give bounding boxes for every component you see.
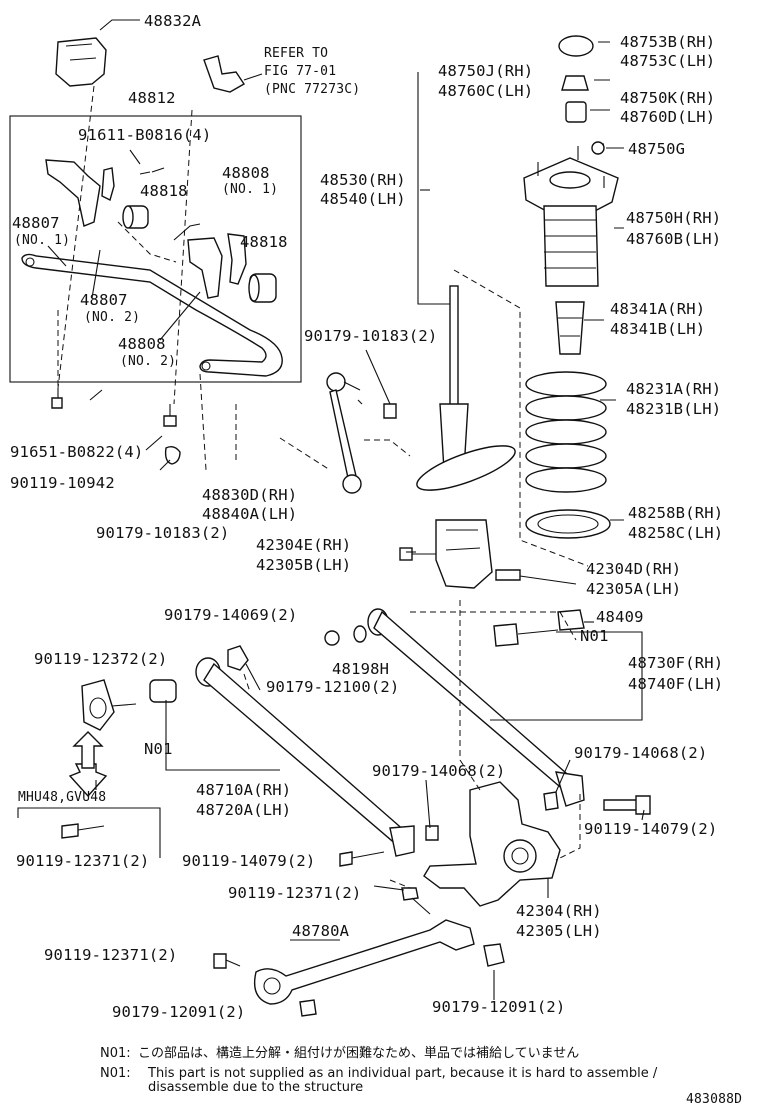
label-48753c: 48753C(LH) <box>620 52 716 70</box>
label-42305b: 42305B(LH) <box>256 556 352 574</box>
label-refer-line3: (PNC 77273C) <box>264 82 361 97</box>
label-48341a: 48341A(RH) <box>610 300 706 318</box>
leader-lines <box>17 41 645 1000</box>
label-42304d: 42304D(RH) <box>586 560 682 578</box>
label-90179-14068-a: 90179-14068(2) <box>574 744 708 762</box>
stabilizer-link-shape <box>326 372 397 494</box>
strut-shock-absorber-shape <box>399 285 521 589</box>
trailing-arm-48780a-shape <box>61 823 505 1017</box>
label-48540: 48540(LH) <box>320 190 406 208</box>
label-48830d: 48830D(RH) <box>202 486 298 504</box>
label-48409: 48409 <box>596 608 644 626</box>
label-48832a: 48832A <box>144 12 202 30</box>
label-42305: 42305(LH) <box>516 922 602 940</box>
label-48730f: 48730F(RH) <box>628 654 724 672</box>
label-n01-b: N01 <box>144 740 173 758</box>
label-48530: 48530(RH) <box>320 171 406 189</box>
up-arrow-icon <box>72 731 104 769</box>
label-48231b: 48231B(LH) <box>626 400 722 418</box>
bracket-48832a-shape <box>55 19 140 87</box>
label-90119-10942: 90119-10942 <box>10 474 115 492</box>
label-42304: 42304(RH) <box>516 902 602 920</box>
label-42304e: 42304E(RH) <box>256 536 352 554</box>
label-48720a: 48720A(LH) <box>196 801 292 819</box>
label-90119-14079-b: 90119-14079(2) <box>182 852 316 870</box>
label-90179-14069: 90179-14069(2) <box>164 606 298 624</box>
label-48231a: 48231A(RH) <box>626 380 722 398</box>
label-90119-12372: 90119-12372(2) <box>34 650 168 668</box>
label-48808-no1-sub: (NO. 1) <box>222 182 279 197</box>
label-48750j: 48750J(RH) <box>438 62 534 80</box>
lateral-arm-48710a-shape <box>68 645 415 857</box>
lateral-arm-48730f-shape <box>324 608 585 807</box>
label-48258c: 48258C(LH) <box>628 524 724 542</box>
label-mhu48: MHU48,GVU48 <box>18 790 107 805</box>
label-48760d: 48760D(LH) <box>620 108 716 126</box>
label-48341b: 48341B(LH) <box>610 320 706 338</box>
label-48740f: 48740F(LH) <box>628 675 724 693</box>
label-48710a: 48710A(RH) <box>196 781 292 799</box>
label-48750g: 48750G <box>628 140 686 158</box>
figure-id: 483088D <box>686 1092 743 1107</box>
label-90179-12091-a: 90179-12091(2) <box>112 1003 246 1021</box>
label-48812: 48812 <box>128 89 176 107</box>
label-48760b: 48760B(LH) <box>626 230 722 248</box>
label-90119-12371-c: 90119-12371(2) <box>44 946 178 964</box>
label-refer-line1: REFER TO <box>264 46 329 61</box>
label-90179-14068-b: 90179-14068(2) <box>372 762 506 780</box>
label-n01-a: N01 <box>580 627 609 645</box>
label-48818-a: 48818 <box>140 182 188 200</box>
label-48750k: 48750K(RH) <box>620 89 716 107</box>
label-90179-12091-b: 90179-12091(2) <box>432 998 566 1016</box>
label-48780a: 48780A <box>292 922 350 940</box>
label-90179-10183-b: 90179-10183(2) <box>304 327 438 345</box>
label-48750h: 48750H(RH) <box>626 209 722 227</box>
label-48808-no2: 48808 <box>118 335 166 353</box>
label-refer-line2: FIG 77-01 <box>264 64 337 79</box>
stabilizer-bar-shape <box>21 253 283 377</box>
label-90119-12371-b: 90119-12371(2) <box>228 884 362 902</box>
label-48258b: 48258B(RH) <box>628 504 724 522</box>
note-jp-text: この部品は、構造上分解・組付けが困難なため、単品では補給していません <box>138 1046 580 1061</box>
stabilizer-brackets-shape <box>45 159 277 303</box>
label-90119-12371-a: 90119-12371(2) <box>16 852 150 870</box>
note-en-key: N01: <box>100 1066 131 1081</box>
label-90119-14079-a: 90119-14079(2) <box>584 820 718 838</box>
label-42305a: 42305A(LH) <box>586 580 682 598</box>
label-48807-no2: 48807 <box>80 291 128 309</box>
label-91651: 91651-B0822(4) <box>10 443 144 461</box>
note-en-text: This part is not supplied as an individu… <box>148 1066 658 1081</box>
label-48818-b: 48818 <box>240 233 288 251</box>
label-48808-no1: 48808 <box>222 164 270 182</box>
label-91611: 91611-B0816(4) <box>78 126 212 144</box>
refer-bracket-shape <box>203 55 263 93</box>
note-jp-key: N01: <box>100 1046 131 1061</box>
label-48198h: 48198H <box>332 660 390 678</box>
label-48807-no1-sub: (NO. 1) <box>14 233 71 248</box>
label-48807-no2-sub: (NO. 2) <box>84 310 141 325</box>
stabilizer-group-frame <box>9 115 302 383</box>
label-48753b: 48753B(RH) <box>620 33 716 51</box>
label-48808-no2-sub: (NO. 2) <box>120 354 177 369</box>
label-48807-no1: 48807 <box>12 214 60 232</box>
label-90179-10183-a: 90179-10183(2) <box>96 524 230 542</box>
strut-upper-parts-shape <box>523 35 619 539</box>
label-90179-12100: 90179-12100(2) <box>266 678 400 696</box>
label-48760c: 48760C(LH) <box>438 82 534 100</box>
label-48840a: 48840A(LH) <box>202 505 298 523</box>
note-en-text2: disassemble due to the structure <box>148 1080 364 1095</box>
rear-axle-knuckle-shape <box>423 781 651 907</box>
bolts-left-shape <box>51 388 181 465</box>
